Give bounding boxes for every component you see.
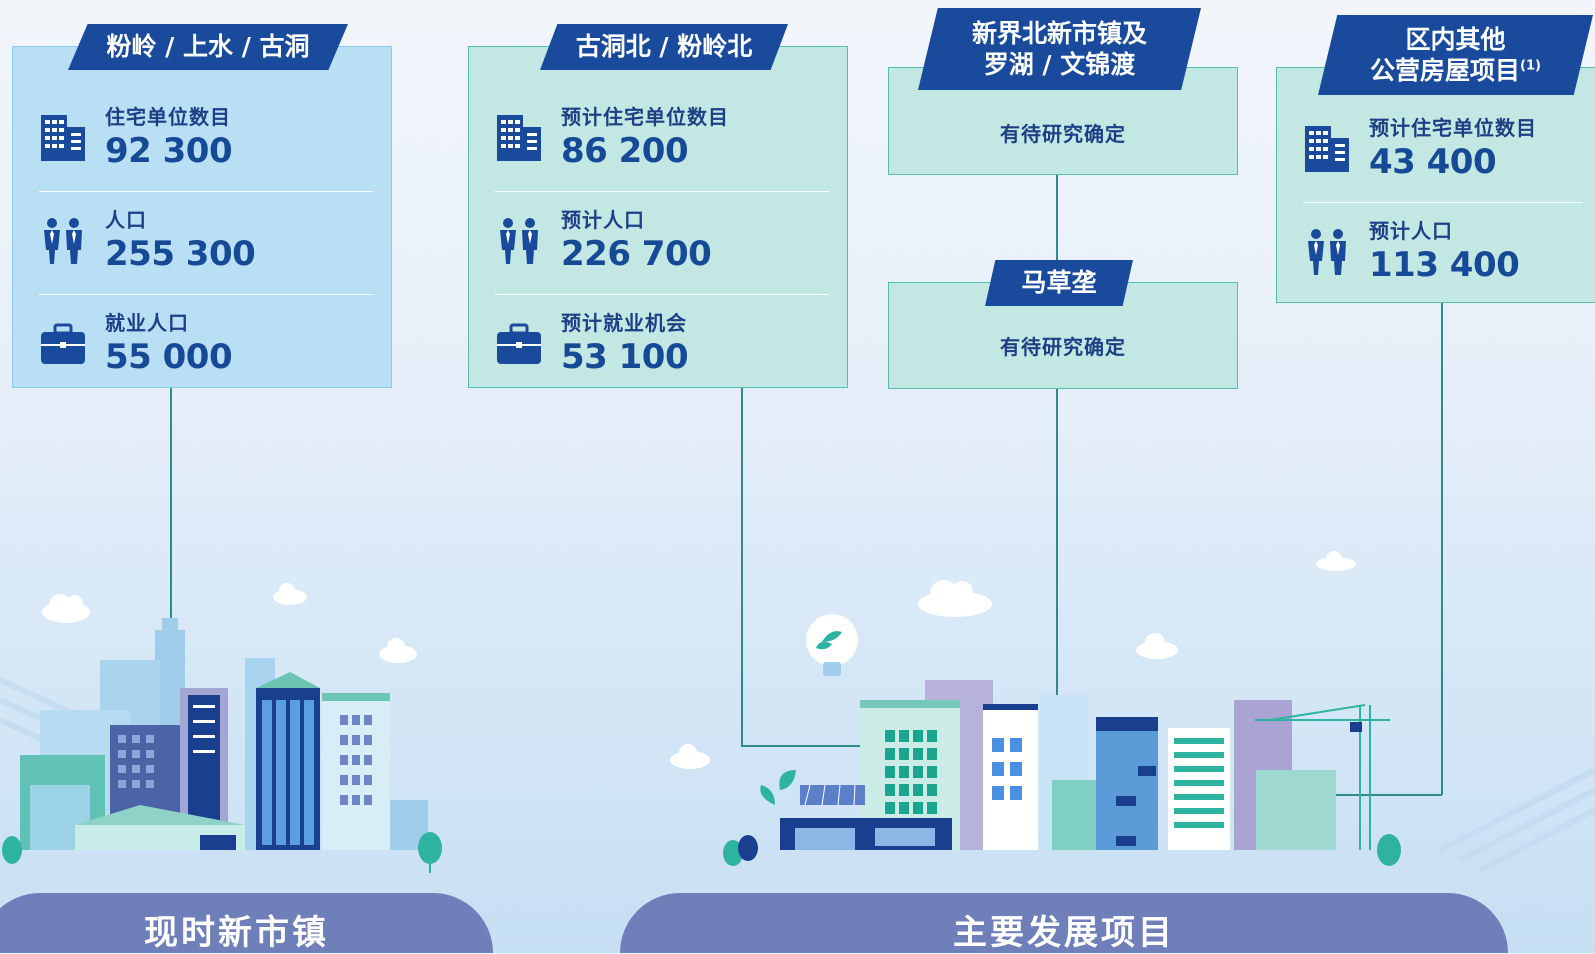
stat-label: 就业人口	[105, 311, 189, 335]
tag-line: 区内其他	[1405, 24, 1506, 54]
stat-row-units: 住宅单位数目 92 300	[39, 91, 373, 192]
stat-label: 预计住宅单位数目	[561, 105, 729, 129]
city-skyline-illustration	[0, 614, 1595, 873]
connector-line-1	[170, 388, 172, 658]
building-icon	[495, 113, 543, 163]
stat-row-units: 预计住宅单位数目 43 400	[1303, 102, 1582, 203]
tag-line: 新界北新市镇及	[971, 18, 1147, 48]
stat-label: 住宅单位数目	[105, 105, 231, 129]
panel-other-public-housing: 预计住宅单位数目 43 400 预计人口 113 400	[1276, 67, 1595, 303]
footer-existing-new-towns: 现时新市镇	[0, 893, 493, 953]
connector-line-5	[1441, 303, 1443, 795]
panel-kwutung-north-fanling-north: 预计住宅单位数目 86 200 预计人口 226 700 预计就业机会 53 1…	[468, 46, 848, 388]
stat-row-population: 预计人口 226 700	[495, 194, 829, 295]
footnote-marker: (1)	[1520, 58, 1541, 74]
panel-tag: 新界北新市镇及 罗湖 / 文锦渡	[918, 8, 1201, 90]
stat-value: 226 700	[561, 234, 712, 274]
stat-label: 预计人口	[1369, 219, 1453, 243]
stat-value: 53 100	[561, 337, 689, 377]
panel-tag: 古洞北 / 粉岭北	[540, 24, 788, 70]
stat-row-units: 预计住宅单位数目 86 200	[495, 91, 829, 192]
status-text: 有待研究确定	[1000, 122, 1126, 146]
people-icon	[495, 216, 543, 266]
building-icon	[39, 113, 87, 163]
panel-fanling-sheungshui-kwutung: 住宅单位数目 92 300 人口 255 300 就业人口 55 000	[12, 46, 392, 388]
building-icon	[1303, 124, 1351, 174]
connector-line-4	[1056, 389, 1058, 714]
stat-row-jobs: 预计就业机会 53 100	[495, 297, 829, 397]
stat-value: 86 200	[561, 131, 689, 171]
status-text: 有待研究确定	[1000, 335, 1126, 359]
panel-tag: 区内其他 公营房屋项目(1)	[1318, 15, 1593, 95]
people-icon	[1303, 227, 1351, 277]
stat-value: 92 300	[105, 131, 233, 171]
stat-value: 55 000	[105, 337, 233, 377]
panel-tag: 马草垄	[985, 260, 1133, 306]
footer-major-developments: 主要发展项目	[620, 893, 1508, 953]
panel-tag: 粉岭 / 上水 / 古洞	[68, 24, 348, 70]
tag-line: 公营房屋项目(1)	[1370, 55, 1541, 86]
connector-line-5h	[1310, 794, 1442, 796]
stat-label: 预计人口	[561, 208, 645, 232]
briefcase-icon	[495, 319, 543, 369]
connector-line-3	[1056, 175, 1058, 282]
tag-line-text: 公营房屋项目	[1370, 56, 1521, 85]
stat-value: 113 400	[1369, 245, 1520, 285]
stat-row-population: 人口 255 300	[39, 194, 373, 295]
stat-value: 43 400	[1369, 142, 1497, 182]
tag-line: 罗湖 / 文锦渡	[983, 50, 1136, 79]
briefcase-icon	[39, 319, 87, 369]
connector-line-2h	[741, 745, 861, 747]
stat-label: 预计就业机会	[561, 311, 687, 335]
stat-value: 255 300	[105, 234, 256, 274]
stat-row-population: 预计人口 113 400	[1303, 205, 1582, 305]
connector-line-2	[741, 388, 743, 746]
stat-row-employment: 就业人口 55 000	[39, 297, 373, 397]
people-icon	[39, 216, 87, 266]
stat-label: 预计住宅单位数目	[1369, 116, 1537, 140]
stat-label: 人口	[105, 208, 147, 232]
